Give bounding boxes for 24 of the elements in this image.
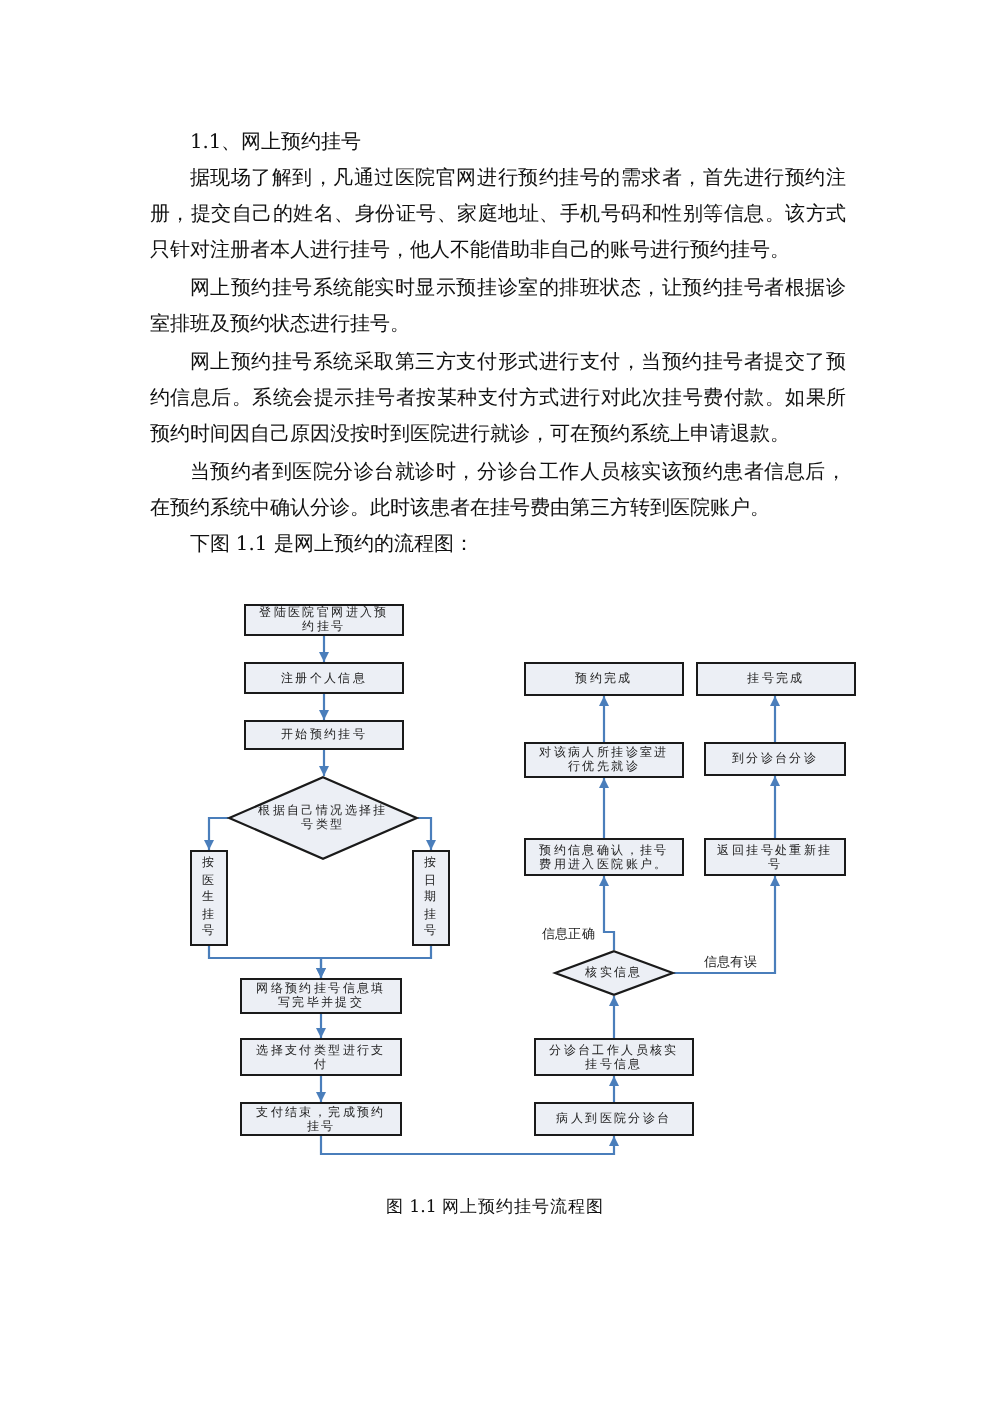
section-heading: 1.1、网上预约挂号 (190, 129, 364, 157)
arrow (599, 696, 609, 742)
arrow (316, 1076, 326, 1102)
arrow (770, 776, 780, 838)
arrow (609, 1076, 619, 1102)
paragraph: 网上预约挂号系统采取第三方支付形式进行支付，当预约挂号者提交了预约信息后。系统会提示挂号者按某种支付方式进行对此次挂号费付款。如果所预约时间因自己原因没按时到医院进行就诊，可在预约系统上申请退款。 (150, 349, 846, 451)
arrow (770, 696, 780, 742)
arrow (319, 694, 329, 720)
arrow (316, 946, 433, 978)
arrow (418, 816, 436, 850)
arrow (609, 996, 619, 1038)
paragraph: 下图 1.1 是网上预约的流程图： (187, 531, 476, 561)
paragraph: 当预约者到医院分诊台就诊时，分诊台工作人员核实该预约患者信息后，在预约系统中确认分诊。此时该患者在挂号费由第三方转到医院账户。 (150, 459, 846, 524)
arrow (204, 816, 228, 850)
arrow (319, 1136, 619, 1156)
paragraph: 网上预约挂号系统能实时显示预挂诊室的排班状态，让预约挂号者根据诊室排班及预约状态进行挂号。 (150, 275, 846, 341)
arrow (674, 876, 780, 975)
arrow (319, 750, 329, 776)
arrow (319, 635, 329, 662)
arrow (316, 1014, 326, 1038)
paragraph: 据现场了解到，凡通过医院官网进行预约挂号的需求者，首先进行预约注册，提交自己的姓名、身份证号、家庭地址、手机号码和性别等信息。该方式只针对注册者本人进行挂号，他人不能借助非自己的账号进行预约挂号。 (150, 165, 846, 267)
figure-caption: 图 1.1 网上预约挂号流程图 (383, 1195, 607, 1222)
arrow (599, 778, 609, 838)
arrow (599, 876, 616, 950)
